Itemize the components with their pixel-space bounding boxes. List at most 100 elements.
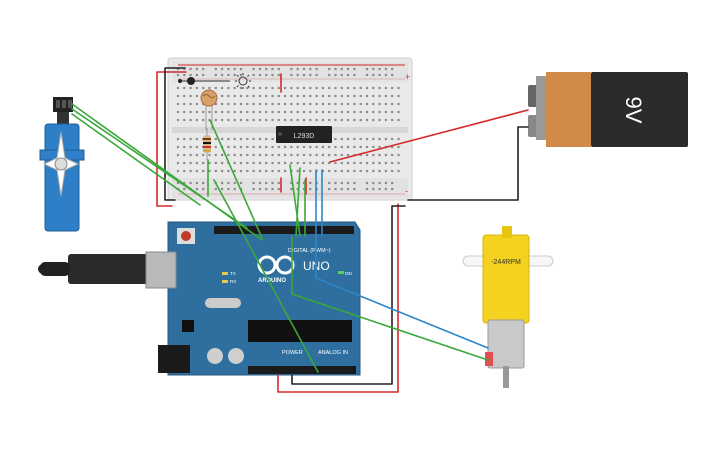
breadboard-hole[interactable] bbox=[183, 187, 186, 191]
resistor[interactable] bbox=[203, 128, 211, 160]
breadboard-hole[interactable] bbox=[176, 137, 180, 141]
breadboard-hole[interactable] bbox=[227, 145, 230, 149]
breadboard-hole[interactable] bbox=[315, 73, 318, 77]
breadboard-hole[interactable] bbox=[195, 169, 198, 173]
breadboard-hole[interactable] bbox=[221, 169, 224, 173]
breadboard-hole[interactable] bbox=[397, 94, 400, 98]
breadboard-hole[interactable] bbox=[258, 187, 261, 191]
breadboard-hole[interactable] bbox=[195, 110, 198, 114]
breadboard-hole[interactable] bbox=[365, 181, 369, 185]
breadboard-hole[interactable] bbox=[233, 86, 236, 90]
breadboard-hole[interactable] bbox=[347, 110, 350, 114]
breadboard-hole[interactable] bbox=[378, 161, 381, 165]
breadboard-hole[interactable] bbox=[246, 161, 249, 165]
breadboard-hole[interactable] bbox=[214, 161, 217, 165]
breadboard-hole[interactable] bbox=[391, 187, 394, 191]
breadboard-hole[interactable] bbox=[265, 187, 268, 191]
wire-green-ic-2[interactable] bbox=[295, 167, 301, 237]
breadboard-hole[interactable] bbox=[302, 67, 306, 71]
breadboard-hole[interactable] bbox=[239, 102, 243, 106]
breadboard-hole[interactable] bbox=[328, 67, 331, 71]
wire-green-servo-3[interactable] bbox=[71, 113, 201, 206]
breadboard-hole[interactable] bbox=[359, 86, 362, 90]
breadboard-hole[interactable] bbox=[227, 153, 230, 157]
breadboard-hole[interactable] bbox=[252, 169, 255, 173]
breadboard-hole[interactable] bbox=[328, 145, 331, 149]
breadboard-hole[interactable] bbox=[227, 181, 230, 185]
breadboard-hole[interactable] bbox=[271, 118, 274, 122]
breadboard-hole[interactable] bbox=[296, 169, 299, 173]
light-level-slider[interactable] bbox=[178, 77, 230, 85]
breadboard-hole[interactable] bbox=[353, 94, 356, 98]
breadboard-hole[interactable] bbox=[176, 145, 180, 149]
breadboard-hole[interactable] bbox=[378, 102, 381, 106]
breadboard-hole[interactable] bbox=[183, 137, 186, 141]
breadboard-hole[interactable] bbox=[378, 94, 381, 98]
breadboard-hole[interactable] bbox=[384, 169, 387, 173]
breadboard-hole[interactable] bbox=[321, 169, 324, 173]
breadboard-hole[interactable] bbox=[365, 153, 369, 157]
breadboard-hole[interactable] bbox=[309, 187, 312, 191]
breadboard-hole[interactable] bbox=[258, 94, 261, 98]
breadboard-hole[interactable] bbox=[284, 94, 287, 98]
breadboard-hole[interactable] bbox=[384, 110, 387, 114]
breadboard-hole[interactable] bbox=[265, 137, 268, 141]
breadboard-hole[interactable] bbox=[271, 145, 274, 149]
breadboard-hole[interactable] bbox=[176, 73, 180, 77]
breadboard-hole[interactable] bbox=[195, 73, 198, 77]
breadboard-hole[interactable] bbox=[246, 86, 249, 90]
breadboard-hole[interactable] bbox=[265, 94, 268, 98]
breadboard-hole[interactable] bbox=[183, 153, 186, 157]
breadboard-hole[interactable] bbox=[315, 145, 318, 149]
dc-gear-motor[interactable]: -244RPM bbox=[462, 226, 554, 388]
breadboard-hole[interactable] bbox=[340, 118, 343, 122]
breadboard-hole[interactable] bbox=[372, 94, 375, 98]
wire-black-gnd[interactable] bbox=[291, 205, 406, 385]
breadboard-hole[interactable] bbox=[334, 153, 337, 157]
breadboard-hole[interactable] bbox=[290, 73, 293, 77]
breadboard-hole[interactable] bbox=[258, 73, 261, 77]
breadboard-hole[interactable] bbox=[202, 86, 205, 90]
breadboard-hole[interactable] bbox=[378, 67, 381, 71]
breadboard-hole[interactable] bbox=[208, 110, 211, 114]
breadboard-hole[interactable] bbox=[252, 161, 255, 165]
breadboard-hole[interactable] bbox=[328, 86, 331, 90]
breadboard-hole[interactable] bbox=[334, 67, 337, 71]
breadboard-hole[interactable] bbox=[378, 137, 381, 141]
breadboard-hole[interactable] bbox=[252, 181, 255, 185]
breadboard-hole[interactable] bbox=[221, 86, 224, 90]
breadboard-hole[interactable] bbox=[353, 73, 356, 77]
wire-green-ic-1[interactable] bbox=[289, 164, 301, 237]
breadboard-hole[interactable] bbox=[372, 118, 375, 122]
breadboard-hole[interactable] bbox=[334, 73, 337, 77]
breadboard-hole[interactable] bbox=[258, 110, 261, 114]
breadboard-hole[interactable] bbox=[353, 161, 356, 165]
breadboard-hole[interactable] bbox=[265, 102, 268, 106]
breadboard-hole[interactable] bbox=[183, 118, 186, 122]
breadboard-hole[interactable] bbox=[372, 181, 375, 185]
breadboard-hole[interactable] bbox=[208, 161, 211, 165]
breadboard-hole[interactable] bbox=[239, 86, 243, 90]
breadboard-hole[interactable] bbox=[309, 110, 312, 114]
breadboard-hole[interactable] bbox=[189, 67, 192, 71]
breadboard-hole[interactable] bbox=[315, 161, 318, 165]
breadboard-hole[interactable] bbox=[189, 181, 192, 185]
breadboard-hole[interactable] bbox=[233, 181, 236, 185]
breadboard-hole[interactable] bbox=[176, 102, 180, 106]
breadboard-hole[interactable] bbox=[302, 161, 306, 165]
breadboard-hole[interactable] bbox=[214, 153, 217, 157]
breadboard-hole[interactable] bbox=[372, 110, 375, 114]
breadboard-hole[interactable] bbox=[378, 86, 381, 90]
breadboard-hole[interactable] bbox=[239, 169, 243, 173]
breadboard-hole[interactable] bbox=[246, 153, 249, 157]
breadboard-hole[interactable] bbox=[189, 118, 192, 122]
breadboard-hole[interactable] bbox=[176, 161, 180, 165]
wire-green-analog[interactable] bbox=[213, 179, 319, 373]
breadboard-hole[interactable] bbox=[252, 137, 255, 141]
breadboard-hole[interactable] bbox=[296, 153, 299, 157]
breadboard-hole[interactable] bbox=[214, 67, 217, 71]
breadboard-hole[interactable] bbox=[284, 145, 287, 149]
breadboard-hole[interactable] bbox=[271, 102, 274, 106]
breadboard-hole[interactable] bbox=[195, 67, 198, 71]
breadboard-hole[interactable] bbox=[227, 169, 230, 173]
